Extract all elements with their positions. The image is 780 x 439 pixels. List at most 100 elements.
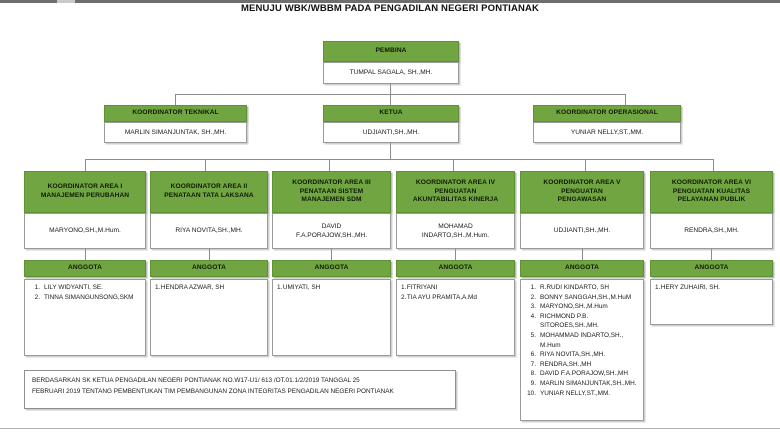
connector-area-bus: [85, 159, 713, 160]
area-3-name: DAVID F.A.PORAJOW,SH.,MH.: [272, 213, 391, 249]
list-item-number: 1.: [655, 284, 661, 291]
anggota-list-area-1: 1. LILY WIDYANTI, SE. 2. TINNA SIMANGUNSONG…: [29, 283, 141, 302]
list-item-label: HENDRA AZWAR, SH: [160, 284, 225, 291]
list-item: 3. MARYONO,SH.,M.Hum: [525, 302, 639, 312]
list-item: 2.TIA AYU PRAMITA,A.Md: [401, 293, 510, 303]
list-item-number: 1.: [34, 284, 40, 291]
list-item-number: 2.: [401, 293, 407, 301]
list-item-number: 1.: [401, 284, 407, 291]
anggota-box-area-4: 1.FITRIYANI 2.TIA AYU PRAMITA,A.Md: [396, 279, 515, 356]
connector-pembina-down: [390, 84, 391, 94]
list-item-label: MOHAMMAD INDARTO,SH., M.Hum: [540, 332, 624, 349]
anggota-box-area-2: 1.HENDRA AZWAR, SH: [150, 279, 268, 356]
node-koordinator-teknikal: KOORDINATOR TEKNIKAL MARLIN SIMANJUNTAK,…: [104, 105, 247, 143]
node-area-4: KOORDINATOR AREA IV PENGUATAN AKUNTABILI…: [396, 171, 515, 249]
area-2-role: KOORDINATOR AREA II PENATAAN TATA LAKSAN…: [150, 171, 268, 213]
list-item-label: YUNIAR NELLY,ST.,MM.: [540, 389, 611, 397]
connector-area-2-to-anggota: [209, 249, 210, 260]
list-item-label: BONNY SANGGAH,SH.,M.HuM: [540, 293, 632, 301]
koordinator-teknikal-role: KOORDINATOR TEKNIKAL: [104, 105, 247, 122]
list-item: 1.HENDRA AZWAR, SH: [155, 283, 263, 293]
node-area-5: KOORDINATOR AREA V PENGUATAN PENGAWASAN …: [520, 171, 644, 249]
page-title: MENUJU WBK/WBBM PADA PENGADILAN NEGERI P…: [240, 3, 539, 14]
node-area-6: KOORDINATOR AREA VI PENGUATAN KUALITAS P…: [650, 171, 773, 249]
list-item-number: 1.: [277, 284, 283, 291]
list-item-number: 1.: [530, 284, 536, 291]
node-ketua: KETUA UDJIANTI,SH.,MH.: [323, 105, 459, 143]
anggota-header-area-5: ANGGOTA: [520, 260, 644, 277]
list-item: 1.R.RUDI KINDARTO, SH: [525, 283, 639, 293]
list-item-number: 6.: [530, 351, 536, 359]
area-1-name: MARYONO,SH.,M.Hum.: [24, 213, 146, 249]
ketua-role: KETUA: [323, 105, 459, 122]
area-6-name: RENDRA,SH.,MH.: [650, 213, 773, 249]
area-3-role: KOORDINATOR AREA III PENATAAN SISTEM MAN…: [272, 171, 391, 213]
connector-to-area-5: [585, 159, 586, 171]
connector-area-5-to-anggota: [582, 249, 583, 260]
connector-level2-bus: [175, 94, 625, 95]
connector-ketua-down: [390, 143, 391, 159]
node-area-1: KOORDINATOR AREA I MANAJEMEN PERUBAHAN M…: [24, 171, 146, 249]
anggota-list-area-2: 1.HENDRA AZWAR, SH: [155, 283, 263, 293]
page-bottom-rule: [0, 428, 780, 429]
connector-area-3-to-anggota: [331, 249, 332, 260]
pembina-name: TUMPAL SAGALA, SH.,MH.: [323, 62, 459, 84]
list-item-label: TINNA SIMANGUNSONG,SKM: [44, 293, 134, 301]
node-area-3: KOORDINATOR AREA III PENATAAN SISTEM MAN…: [272, 171, 391, 249]
list-item-label: HERY ZUHAIRI, SH.: [660, 284, 720, 291]
anggota-header-area-4: ANGGOTA: [396, 260, 515, 277]
list-item-label: UMIYATI, SH: [282, 284, 321, 291]
list-item-number: 2.: [530, 293, 536, 301]
list-item-number: 10.: [527, 389, 536, 397]
list-item-number: 2.: [34, 293, 40, 301]
list-item-label: LILY WIDYANTI, SE.: [44, 284, 103, 291]
koordinator-operasional-role: KOORDINATOR OPERASIONAL: [533, 105, 681, 122]
node-pembina: PEMBINA TUMPAL SAGALA, SH.,MH.: [323, 41, 459, 84]
list-item-number: 9.: [530, 380, 536, 388]
list-item: 4.RICHMOND P.B. SITOROES,SH.,MH.: [525, 312, 639, 331]
list-item-label: MARYONO,SH.,M.Hum: [540, 303, 608, 311]
ketua-name: UDJIANTI,SH.,MH.: [323, 122, 459, 143]
list-item-number: 3.: [530, 303, 536, 311]
list-item: 2. TINNA SIMANGUNSONG,SKM: [29, 293, 141, 303]
list-item: 5. MOHAMMAD INDARTO,SH., M.Hum: [525, 331, 639, 350]
footer-note: BERDASARKAN SK KETUA PENGADILAN NEGERI P…: [24, 370, 456, 409]
list-item-label: DAVID F.A.PORAJOW,SH.,MH: [540, 370, 628, 378]
list-item-label: FITRIYANI: [406, 284, 438, 291]
node-koordinator-operasional: KOORDINATOR OPERASIONAL YUNIAR NELLY,ST.…: [533, 105, 681, 143]
koordinator-teknikal-name: MARLIN SIMANJUNTAK, SH.,MH.: [104, 122, 247, 143]
area-4-role: KOORDINATOR AREA IV PENGUATAN AKUNTABILI…: [396, 171, 515, 213]
connector-to-area-1: [85, 159, 86, 171]
anggota-box-area-3: 1.UMIYATI, SH: [272, 279, 391, 356]
area-4-name: MOHAMAD INDARTO,SH.,M.Hum.: [396, 213, 515, 249]
connector-to-teknikal: [175, 94, 176, 105]
area-6-role: KOORDINATOR AREA VI PENGUATAN KUALITAS P…: [650, 171, 773, 213]
list-item-number: 7.: [530, 360, 536, 368]
connector-to-ketua: [390, 94, 391, 105]
list-item-label: RENDRA,SH.,MH: [540, 360, 592, 368]
window-strip-nub: [57, 0, 75, 3]
connector-to-operasional: [625, 94, 626, 105]
anggota-header-area-6: ANGGOTA: [650, 260, 773, 277]
list-item: 9.MARLIN SIMANJUNTAK,SH.,MH.: [525, 379, 639, 389]
connector-to-area-3: [329, 159, 330, 171]
anggota-box-area-6: 1.HERY ZUHAIRI, SH.: [650, 279, 773, 325]
list-item: 6. RIYA NOVITA,SH.,MH.: [525, 350, 639, 360]
list-item-label: RIYA NOVITA,SH.,MH.: [540, 351, 606, 359]
list-item: 1.HERY ZUHAIRI, SH.: [655, 283, 768, 293]
list-item: 10. YUNIAR NELLY,ST.,MM.: [525, 389, 639, 399]
area-5-name: UDJIANTI,SH.,MH.: [520, 213, 644, 249]
window-top-strip: [0, 0, 780, 3]
node-area-2: KOORDINATOR AREA II PENATAAN TATA LAKSAN…: [150, 171, 268, 249]
connector-to-area-2: [205, 159, 206, 171]
list-item: 1.UMIYATI, SH: [277, 283, 386, 293]
connector-to-area-6: [713, 159, 714, 171]
anggota-header-area-2: ANGGOTA: [150, 260, 268, 277]
list-item: 8.DAVID F.A.PORAJOW,SH.,MH: [525, 369, 639, 379]
list-item-number: 5.: [530, 332, 536, 340]
list-item-label: TIA AYU PRAMITA,A.Md: [406, 293, 477, 301]
connector-area-4-to-anggota: [455, 249, 456, 260]
anggota-header-area-1: ANGGOTA: [24, 260, 146, 277]
